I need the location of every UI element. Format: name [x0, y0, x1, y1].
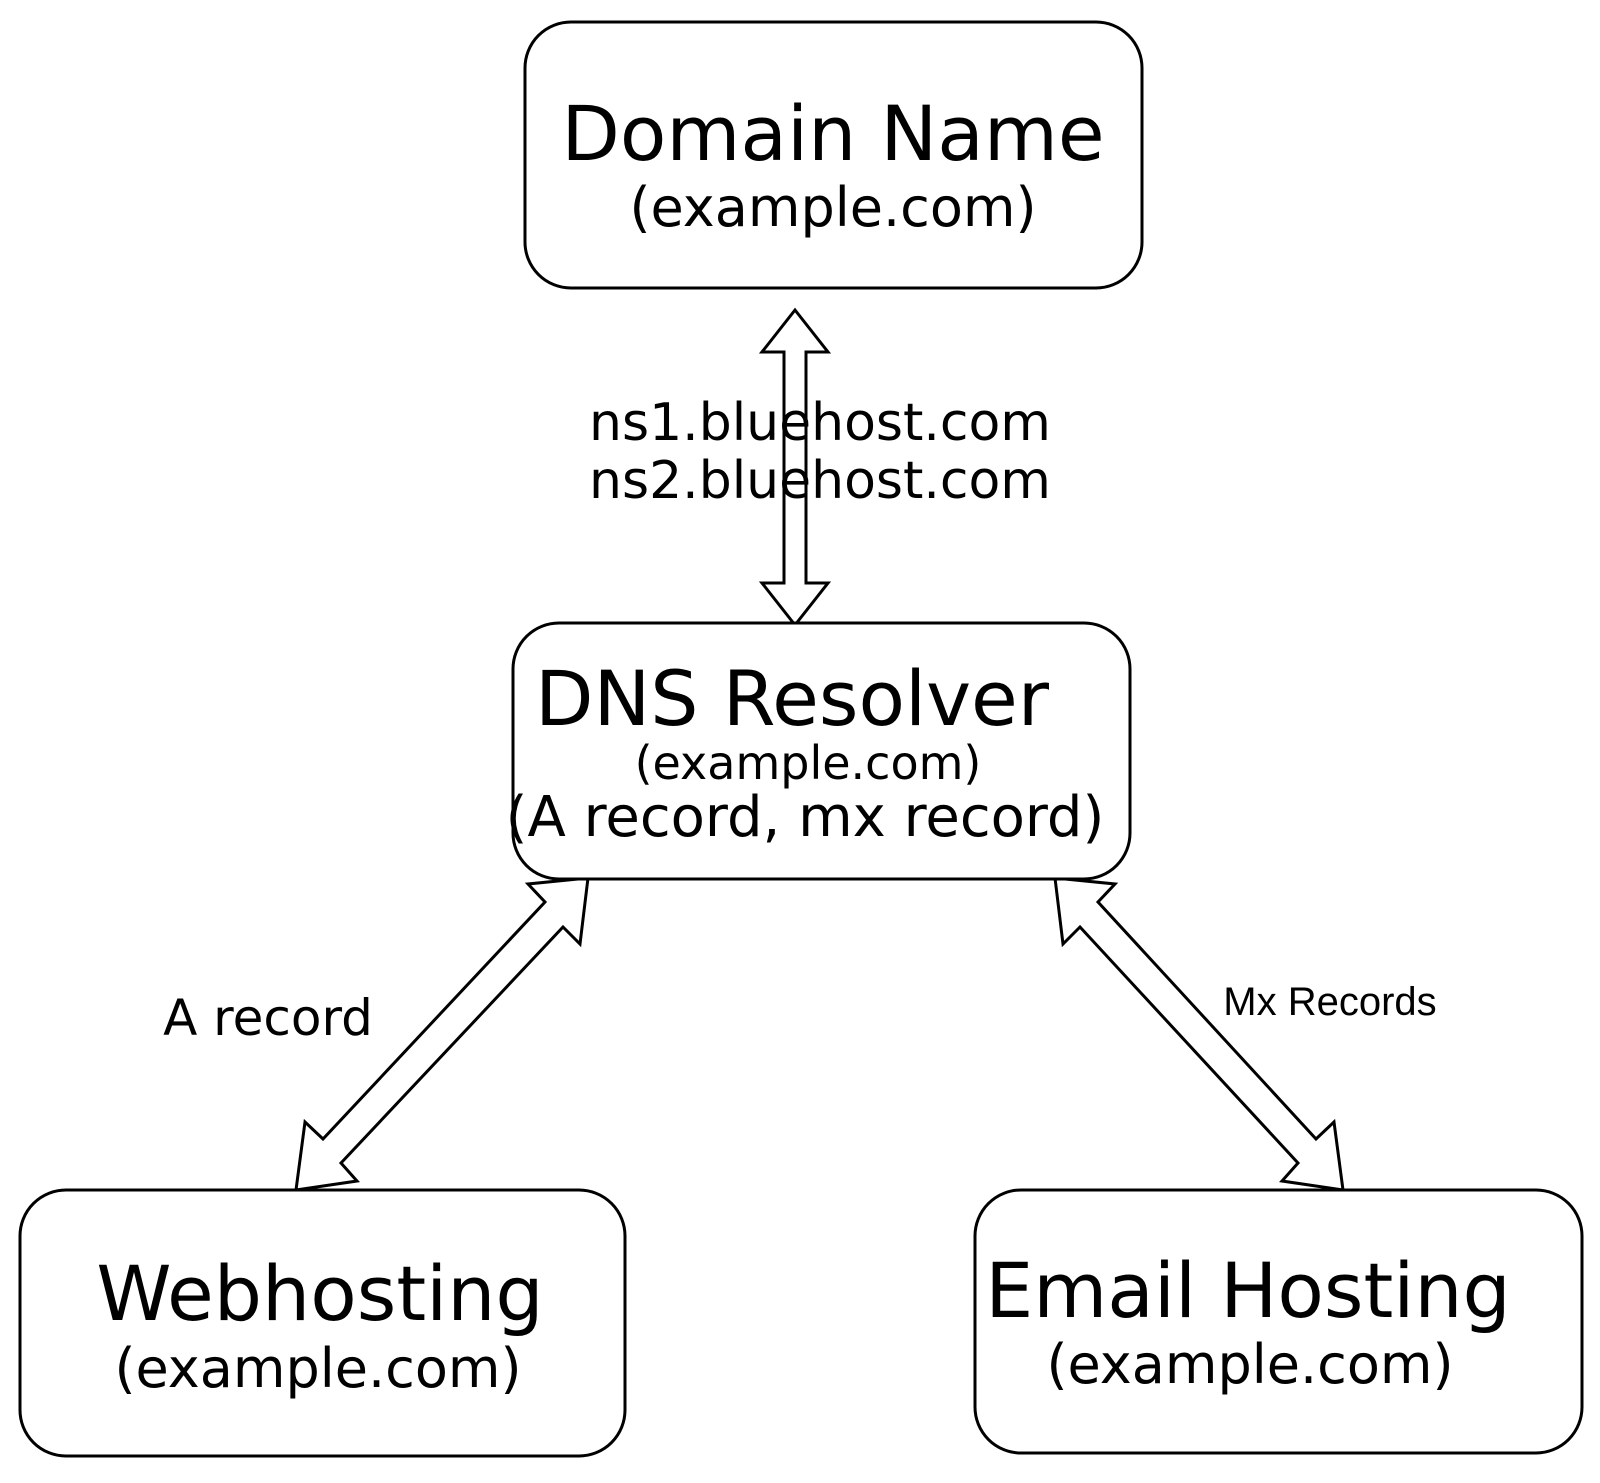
edge-dns-to-email-hosting [1053, 876, 1345, 1192]
nameserver-primary-label: ns1.bluehost.com [589, 393, 1051, 453]
edge-label-nameservers: ns1.bluehost.com ns2.bluehost.com [589, 393, 1051, 511]
node-email-hosting-subtitle: (example.com) [1046, 1333, 1453, 1396]
node-email-hosting[interactable]: Email Hosting (example.com) [973, 1188, 1584, 1455]
node-dns-resolver-subtitle: (example.com) [635, 736, 982, 790]
edge-label-a-record: A record [163, 989, 373, 1047]
node-domain-name-box[interactable] [523, 20, 1144, 290]
node-email-hosting-title: Email Hosting [985, 1246, 1511, 1335]
node-dns-resolver-title: DNS Resolver [535, 654, 1050, 743]
node-dns-resolver-box[interactable] [511, 621, 1132, 881]
edge-label-mx-records: Mx Records [1223, 980, 1436, 1024]
node-dns-resolver[interactable]: DNS Resolver (example.com) (A record, mx… [506, 621, 1132, 881]
node-domain-name-subtitle: (example.com) [629, 176, 1036, 239]
nameserver-secondary-label: ns2.bluehost.com [589, 451, 1051, 511]
node-dns-resolver-records: (A record, mx record) [506, 785, 1105, 850]
node-domain-name[interactable]: Domain Name (example.com) [523, 20, 1144, 290]
node-webhosting-box[interactable] [18, 1188, 627, 1458]
node-webhosting-subtitle: (example.com) [114, 1337, 521, 1400]
node-domain-name-title: Domain Name [561, 89, 1104, 178]
node-webhosting[interactable]: Webhosting (example.com) [18, 1188, 627, 1458]
node-email-hosting-box[interactable] [973, 1188, 1584, 1455]
node-webhosting-title: Webhosting [96, 1249, 543, 1338]
double-headed-arrow-right-diagonal [1053, 876, 1345, 1192]
